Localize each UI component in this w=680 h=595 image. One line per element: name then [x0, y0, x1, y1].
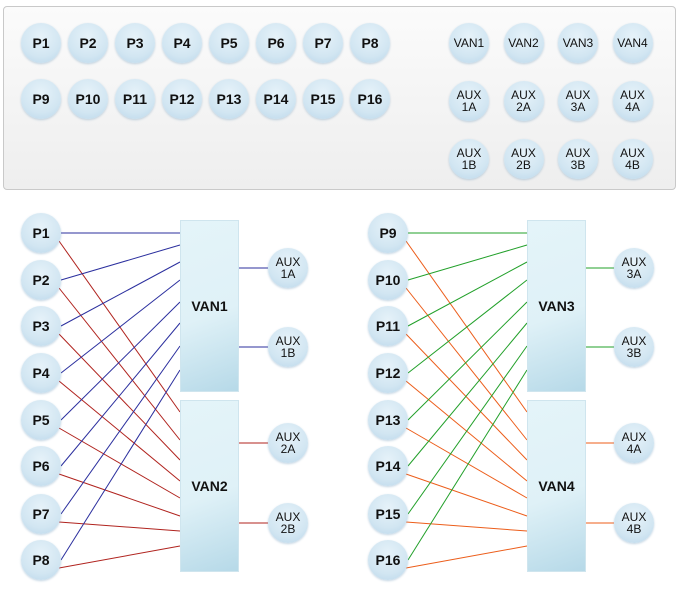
wire-p6-van1 [60, 322, 181, 467]
aux-node-aux-1b[interactable]: AUX 1B [268, 327, 308, 367]
port-node-p8[interactable]: P8 [21, 540, 61, 580]
aux-node-aux-4b[interactable]: AUX 4B [614, 503, 654, 543]
wire-p13-van3 [407, 301, 528, 421]
palette-van1[interactable]: VAN1 [449, 23, 489, 63]
wire-p15-van4 [405, 521, 528, 532]
port-node-p3[interactable]: P3 [21, 306, 61, 346]
wire-p10-van3 [407, 244, 528, 281]
wire-p14-van4 [405, 473, 528, 517]
palette-van4[interactable]: VAN4 [612, 23, 653, 63]
wire-p11-van3 [407, 261, 528, 327]
port-node-p12[interactable]: P12 [368, 353, 408, 393]
palette-port-p2[interactable]: P2 [68, 23, 108, 63]
wire-p10-van4 [405, 287, 528, 441]
port-node-p13[interactable]: P13 [368, 400, 408, 440]
wire-p2-van1 [60, 244, 181, 281]
wire-p4-van1 [60, 279, 181, 374]
wire-p13-van4 [405, 427, 528, 499]
palette-port-p4[interactable]: P4 [162, 23, 202, 63]
wire-p8-van1 [60, 369, 181, 561]
port-node-p14[interactable]: P14 [368, 446, 408, 486]
wire-p6-van2 [58, 473, 181, 517]
wire-p14-van3 [407, 322, 528, 467]
wire-p8-van2 [58, 545, 181, 569]
aux-node-aux-3b[interactable]: AUX 3B [614, 327, 654, 367]
van-label: VAN1 [191, 298, 228, 314]
wire-p3-van2 [58, 333, 181, 461]
wire-p15-van3 [407, 345, 528, 515]
wire-p7-van1 [60, 345, 181, 515]
port-node-p16[interactable]: P16 [368, 540, 408, 580]
palette-van3[interactable]: VAN3 [558, 23, 598, 63]
palette-port-p14[interactable]: P14 [256, 79, 296, 119]
aux-node-aux-1a[interactable]: AUX 1A [268, 248, 308, 288]
wire-p16-van3 [407, 369, 528, 561]
palette-port-p10[interactable]: P10 [68, 79, 108, 119]
van-block-van4[interactable]: VAN4 [527, 400, 586, 572]
aux-node-aux-4a[interactable]: AUX 4A [614, 423, 654, 463]
palette-port-p7[interactable]: P7 [303, 23, 343, 63]
palette-port-p9[interactable]: P9 [21, 79, 61, 119]
wire-p2-van2 [58, 287, 181, 441]
palette-port-p11[interactable]: P11 [115, 79, 155, 119]
aux-node-aux-3a[interactable]: AUX 3A [614, 248, 654, 288]
van-label: VAN3 [538, 298, 575, 314]
wire-p5-van1 [60, 301, 181, 421]
aux-node-aux-2b[interactable]: AUX 2B [268, 503, 308, 543]
palette-port-p6[interactable]: P6 [256, 23, 296, 63]
palette-aux-1b[interactable]: AUX 1B [449, 139, 489, 179]
palette-aux-4a[interactable]: AUX 4A [612, 81, 653, 121]
wire-p5-van2 [58, 427, 181, 499]
van-label: VAN2 [191, 478, 228, 494]
wire-p12-van3 [407, 279, 528, 374]
palette-port-p3[interactable]: P3 [115, 23, 155, 63]
port-node-p2[interactable]: P2 [21, 260, 61, 300]
van-label: VAN4 [538, 478, 575, 494]
palette-aux-1a[interactable]: AUX 1A [449, 81, 489, 121]
palette-aux-3a[interactable]: AUX 3A [558, 81, 598, 121]
palette-aux-4b[interactable]: AUX 4B [612, 139, 653, 179]
wire-p16-van4 [405, 545, 528, 569]
port-node-p15[interactable]: P15 [368, 494, 408, 534]
wire-p1-van2 [58, 240, 181, 413]
wire-p7-van2 [58, 521, 181, 532]
port-node-p10[interactable]: P10 [368, 260, 408, 300]
port-node-p9[interactable]: P9 [368, 213, 408, 253]
palette-port-p16[interactable]: P16 [350, 79, 390, 119]
palette-aux-2a[interactable]: AUX 2A [503, 81, 544, 121]
wire-p11-van4 [405, 333, 528, 461]
van-block-van3[interactable]: VAN3 [527, 220, 586, 392]
palette-port-p12[interactable]: P12 [162, 79, 202, 119]
van-block-van2[interactable]: VAN2 [180, 400, 239, 572]
palette-port-p5[interactable]: P5 [209, 23, 249, 63]
palette-van2[interactable]: VAN2 [503, 23, 544, 63]
port-node-p5[interactable]: P5 [21, 400, 61, 440]
van-block-van1[interactable]: VAN1 [180, 220, 239, 392]
palette-port-p1[interactable]: P1 [21, 23, 61, 63]
aux-node-aux-2a[interactable]: AUX 2A [268, 423, 308, 463]
palette-port-p8[interactable]: P8 [350, 23, 390, 63]
palette-aux-2b[interactable]: AUX 2B [503, 139, 544, 179]
port-node-p1[interactable]: P1 [21, 213, 61, 253]
palette-aux-3b[interactable]: AUX 3B [558, 139, 598, 179]
palette-port-p15[interactable]: P15 [303, 79, 343, 119]
wire-p3-van1 [60, 261, 181, 327]
port-node-p4[interactable]: P4 [21, 353, 61, 393]
port-node-p11[interactable]: P11 [368, 306, 408, 346]
wire-p9-van4 [405, 240, 528, 413]
port-node-p7[interactable]: P7 [21, 494, 61, 534]
port-node-p6[interactable]: P6 [21, 446, 61, 486]
palette-port-p13[interactable]: P13 [209, 79, 249, 119]
